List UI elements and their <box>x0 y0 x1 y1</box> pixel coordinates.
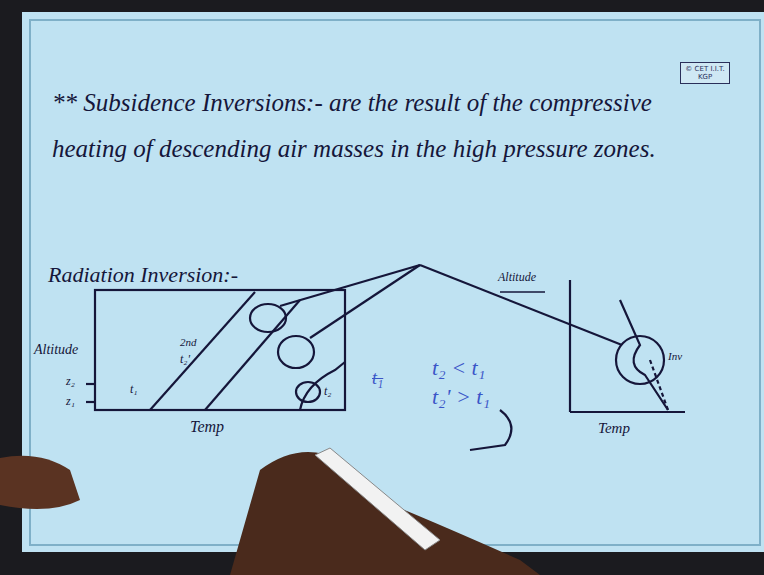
axis-tick-label: z₂ <box>66 374 75 389</box>
underline <box>500 291 545 293</box>
pointer-line <box>420 265 622 345</box>
highlight-ellipse <box>250 304 286 332</box>
temp-axis <box>570 411 685 413</box>
highlight-circle <box>616 336 664 384</box>
hand-shape <box>0 456 80 509</box>
note-text: ** Subsidence Inversions:- are the resul… <box>52 80 712 172</box>
profile-curve <box>620 300 668 410</box>
dashed-profile <box>650 360 668 410</box>
altitude-axis <box>569 280 571 412</box>
temp-symbol: t₂' <box>180 352 190 367</box>
lapse-line <box>150 292 255 410</box>
bracket <box>470 410 511 450</box>
marker <box>315 448 440 550</box>
temp-symbol: t₂ <box>324 384 332 399</box>
hand <box>0 448 540 575</box>
highlight-ellipse <box>296 382 320 402</box>
left-plot-frame <box>95 290 345 410</box>
axis-label: Temp <box>598 420 630 437</box>
section-heading: Radiation Inversion:- <box>48 262 238 288</box>
relation-text: t₂ < t₁ <box>432 355 485 381</box>
lapse-line <box>205 300 300 410</box>
temp-symbol: t₁ <box>130 382 138 397</box>
pointer-line <box>310 265 420 338</box>
axis-tick <box>86 401 95 403</box>
struck-symbol: t₁ <box>372 368 383 389</box>
pointer-line <box>280 265 420 306</box>
note-text: 2nd <box>180 336 197 348</box>
paper-sheet <box>22 12 764 552</box>
highlight-ellipse <box>278 336 314 368</box>
inversion-label: Inv <box>668 350 682 362</box>
axis-label: Altitude <box>498 270 536 285</box>
axis-label: Temp <box>190 418 224 436</box>
axis-tick-label: z₁ <box>66 394 75 409</box>
axis-tick <box>86 383 95 385</box>
stamp-text: © CET I.I.T. KGP <box>685 65 725 81</box>
relation-text: t₂' > t₁ <box>432 384 490 410</box>
copyright-stamp: © CET I.I.T. KGP <box>680 62 730 84</box>
sheet-border <box>30 20 760 545</box>
axis-label: Altitude <box>34 342 78 358</box>
